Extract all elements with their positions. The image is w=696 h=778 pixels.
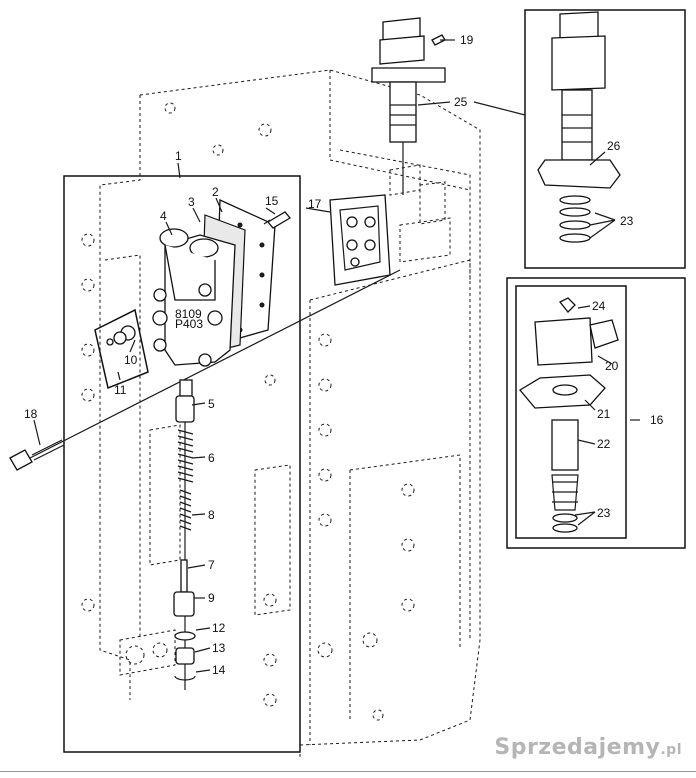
callout-24: 24 xyxy=(592,299,606,313)
footer-strip xyxy=(0,771,696,778)
callout-18: 18 xyxy=(24,407,38,421)
callout-5: 5 xyxy=(208,397,215,411)
svg-text:8109: 8109 xyxy=(175,307,202,321)
callout-22: 22 xyxy=(597,437,611,451)
spool-stack xyxy=(173,379,196,690)
callout-21: 21 xyxy=(597,407,611,421)
callout-10: 10 xyxy=(124,353,138,367)
detail-box-upper xyxy=(524,9,686,269)
transmission-housing xyxy=(81,69,481,760)
valve-body: 8109 P403 xyxy=(152,199,276,367)
watermark: Sprzedajemy.pl xyxy=(494,735,682,760)
valve-assembly-box xyxy=(63,175,301,753)
callout-6: 6 xyxy=(208,451,215,465)
callout-26: 26 xyxy=(607,139,621,153)
callout-13: 13 xyxy=(212,641,226,655)
plug-detail xyxy=(94,308,149,390)
callout-1: 1 xyxy=(175,149,182,163)
detail-box-lower-inner xyxy=(515,285,627,539)
screw-15 xyxy=(263,211,291,229)
bolt-18 xyxy=(9,269,401,471)
callout-9: 9 xyxy=(208,591,215,605)
callout-12: 12 xyxy=(212,621,226,635)
callout-20: 20 xyxy=(605,359,619,373)
callout-11: 11 xyxy=(114,383,127,397)
svg-text:P403: P403 xyxy=(175,317,203,331)
solenoid-detail-lower xyxy=(519,297,619,533)
solenoid-detail-upper xyxy=(537,11,621,243)
callout-15: 15 xyxy=(265,194,279,208)
top-solenoid-valve xyxy=(371,17,446,195)
callout-23-upper: 23 xyxy=(620,214,634,228)
callout-16: 16 xyxy=(650,413,664,427)
callout-4: 4 xyxy=(160,209,167,223)
gasket-17 xyxy=(329,194,391,286)
callout-19: 19 xyxy=(460,33,474,47)
leader-lines xyxy=(33,39,640,673)
callout-8: 8 xyxy=(208,508,215,522)
callout-7: 7 xyxy=(208,558,215,572)
watermark-suffix: .pl xyxy=(660,742,682,758)
callout-2: 2 xyxy=(212,185,219,199)
watermark-text: Sprzedajemy xyxy=(494,735,661,760)
callout-17: 17 xyxy=(308,197,322,211)
callout-labels: 1 2 3 4 5 6 7 8 9 10 11 12 13 14 15 16 1… xyxy=(24,33,664,677)
callout-25: 25 xyxy=(454,95,468,109)
callout-14: 14 xyxy=(212,663,226,677)
callout-23-lower: 23 xyxy=(597,506,611,520)
callout-3: 3 xyxy=(188,195,195,209)
detail-box-lower xyxy=(506,277,686,549)
